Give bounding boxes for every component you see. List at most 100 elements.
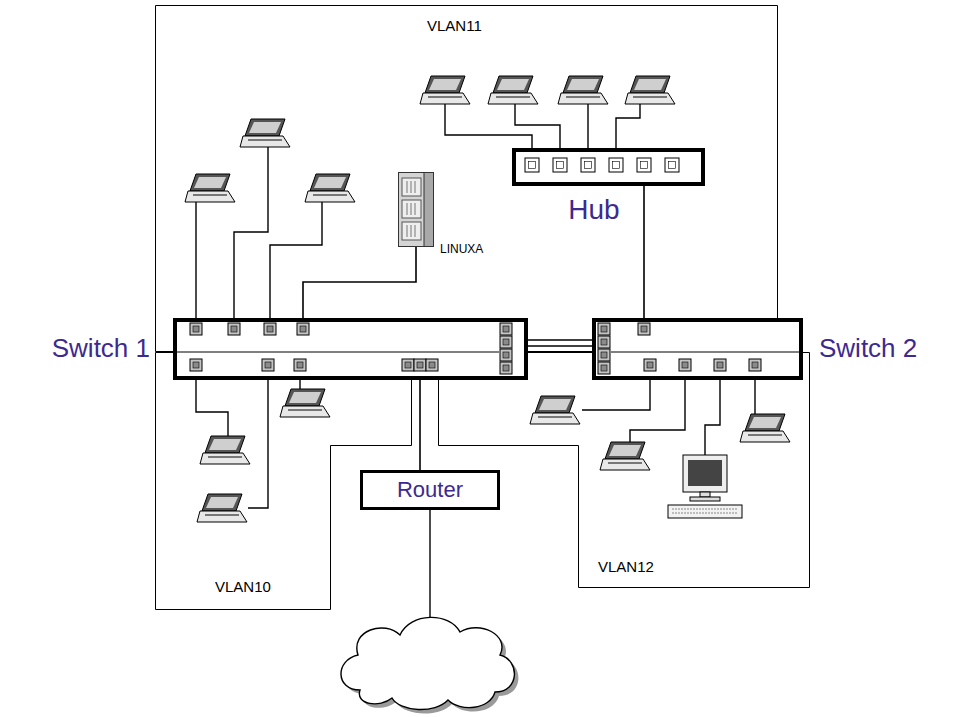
laptop-keyboard: [288, 409, 322, 411]
port-frame: [749, 359, 761, 371]
port-socket: [601, 365, 607, 371]
port-frame: [598, 336, 610, 348]
port: [190, 359, 202, 371]
port: [264, 323, 276, 335]
network-link: [420, 380, 421, 470]
drive-bay: [402, 222, 421, 240]
device-ports: [592, 318, 803, 380]
drive-bay: [402, 200, 421, 218]
port-divider: [611, 352, 799, 353]
laptop-icon: [200, 436, 250, 464]
laptop-icon: [280, 389, 330, 417]
server-drawing: [398, 172, 434, 247]
port: [609, 158, 623, 172]
port-divider: [177, 352, 499, 353]
network-cable: [196, 380, 228, 438]
laptop-display: [539, 399, 571, 410]
port-frame: [294, 359, 306, 371]
keyboard-keys: [672, 513, 738, 514]
port: [665, 158, 679, 172]
port-frame: [402, 359, 414, 371]
port: [297, 323, 309, 335]
port: [638, 323, 650, 335]
laptop-screen: [605, 442, 645, 459]
laptop-screen: [745, 414, 785, 431]
network-link: [644, 186, 645, 318]
port-socket: [193, 326, 199, 332]
laptop-keyboard: [608, 462, 642, 464]
drive-slot: [407, 225, 408, 237]
port: [553, 158, 567, 172]
laptop-base: [240, 136, 290, 147]
link-line: [528, 339, 592, 341]
port-socket: [641, 326, 647, 332]
keyboard: [668, 505, 742, 518]
laptop-keyboard: [208, 456, 242, 458]
laptop-screen: [535, 396, 575, 413]
port-frame: [598, 362, 610, 374]
laptop-base: [197, 511, 247, 522]
port: [581, 158, 595, 172]
port-socket: [752, 362, 758, 368]
port-socket: [601, 326, 607, 332]
port-socket: [682, 362, 688, 368]
network-cable: [248, 380, 268, 508]
keyboard-keys: [672, 509, 738, 510]
laptop-icon: [197, 494, 247, 522]
port: [262, 359, 274, 371]
server-label: LINUXA: [440, 243, 483, 257]
network-cable: [754, 380, 755, 414]
port: [749, 359, 761, 371]
laptop-display: [249, 122, 281, 133]
network-cable: [705, 380, 720, 455]
laptop-screen: [245, 119, 285, 136]
port-frame: [598, 349, 610, 361]
laptop-display: [194, 177, 226, 188]
laptop-keyboard: [428, 96, 462, 98]
switch-box: Switch 2: [592, 318, 803, 380]
region-border: [439, 353, 810, 588]
laptop-base: [740, 431, 790, 442]
port-socket: [267, 326, 273, 332]
port: [598, 323, 610, 335]
laptop-keyboard: [748, 434, 782, 436]
network-cable: [445, 104, 532, 148]
laptop-display: [289, 392, 321, 403]
network-cable: [195, 202, 196, 318]
drive-slot: [407, 181, 408, 193]
port-socket: [503, 365, 509, 371]
link-line: [303, 247, 416, 318]
laptop-screen: [630, 76, 670, 93]
port-socket: [231, 326, 237, 332]
laptop-display: [314, 177, 346, 188]
port-frame: [190, 323, 202, 335]
laptop-icon: [185, 174, 235, 202]
server-case: [399, 173, 434, 247]
laptop-keyboard: [496, 96, 530, 98]
link-line: [528, 345, 592, 347]
laptop-icon: [558, 76, 608, 104]
port: [228, 323, 240, 335]
port-socket: [300, 326, 306, 332]
port: [500, 349, 512, 361]
router-box: Router: [360, 470, 500, 510]
port-frame: [500, 323, 512, 335]
port: [598, 362, 610, 374]
port-frame: [264, 323, 276, 335]
port-socket: [529, 162, 536, 169]
device-label: Hub: [544, 194, 644, 226]
region-border: [156, 353, 412, 610]
port-socket: [613, 162, 620, 169]
port-socket: [601, 352, 607, 358]
drive-bay: [402, 178, 421, 196]
port-socket: [641, 162, 648, 169]
laptop-keyboard: [313, 194, 347, 196]
vlan-label: VLAN11: [427, 17, 482, 34]
port-socket: [429, 362, 435, 368]
laptop-display: [429, 79, 461, 90]
laptop-icon: [530, 396, 580, 424]
laptop-icon: [488, 76, 538, 104]
port-socket: [417, 362, 423, 368]
port: [598, 336, 610, 348]
port-socket: [669, 162, 676, 169]
